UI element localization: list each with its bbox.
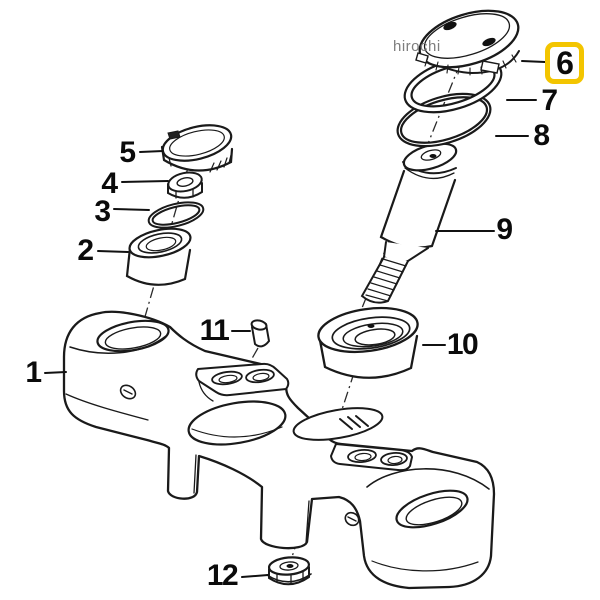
part-callout-5[interactable]: 5 [119, 136, 136, 169]
part-drawing-bearing [317, 306, 419, 379]
part-callout-7[interactable]: 7 [541, 84, 558, 117]
part-callout-10[interactable]: 10 [446, 328, 479, 361]
watermark-text: hirochi [393, 38, 441, 55]
part-callout-1[interactable]: 1 [25, 356, 42, 389]
part-drawing-top-cap [415, 9, 520, 76]
part-drawing-steering-stem [360, 142, 458, 304]
part-drawing-hex-nut [167, 171, 203, 199]
part-callout-12[interactable]: 12 [206, 559, 239, 592]
part-callout-11[interactable]: 11 [199, 314, 230, 347]
part-drawing-small-cap [160, 124, 234, 173]
part-drawing-bushing [125, 227, 192, 286]
part-callout-2[interactable]: 2 [77, 234, 94, 267]
part-callout-3[interactable]: 3 [94, 195, 111, 228]
part-callout-8[interactable]: 8 [533, 119, 550, 152]
part-callout-6[interactable]: 6 [556, 45, 574, 81]
part-drawing-dowel-pin [250, 319, 271, 348]
part-drawing-triple-clamp [62, 310, 496, 590]
callout-leader-lines [44, 60, 546, 578]
part-drawing-small-oring [147, 201, 205, 229]
part-callout-4[interactable]: 4 [101, 167, 118, 200]
part-callout-6-highlight[interactable]: 6 [545, 42, 584, 84]
part-callout-9[interactable]: 9 [496, 213, 513, 246]
part-drawing-flange-nut [266, 556, 312, 586]
